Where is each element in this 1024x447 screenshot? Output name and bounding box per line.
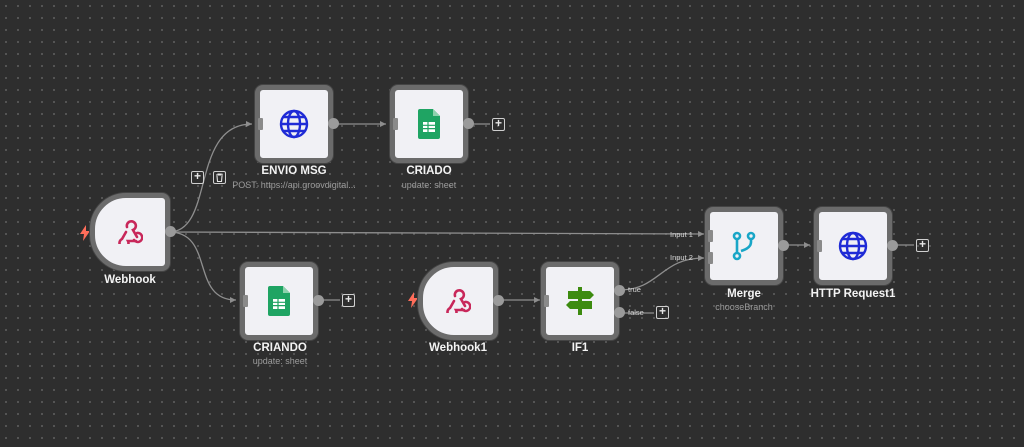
input-handle[interactable] (544, 295, 549, 307)
input-handle-1[interactable] (708, 230, 713, 242)
lightning-bolt-icon (408, 292, 418, 308)
delete-connection-button[interactable] (213, 171, 226, 184)
output-handle-true[interactable] (614, 285, 625, 296)
input-handle[interactable] (243, 295, 248, 307)
node-http-request1[interactable] (814, 207, 898, 285)
node-subtitle: chooseBranch (715, 302, 773, 312)
node-label: Merge (727, 288, 761, 300)
node-merge[interactable] (705, 207, 789, 285)
node-label: HTTP Request1 (810, 288, 896, 300)
input-label-1: Input 1 (670, 230, 693, 239)
add-node-button[interactable]: + (916, 238, 929, 252)
input-handle-2[interactable] (708, 252, 713, 264)
node-label: CRIANDO (253, 342, 307, 354)
node-webhook[interactable] (90, 193, 176, 271)
node-label: Webhook1 (429, 342, 487, 354)
node-subtitle: update: sheet (252, 356, 308, 366)
add-node-button[interactable]: + (342, 293, 355, 307)
add-node-button[interactable]: + (656, 305, 669, 319)
output-handle[interactable] (463, 118, 474, 129)
node-label: ENVIO MSG (261, 165, 327, 177)
signpost-icon (566, 287, 594, 315)
edge-webhook-merge (168, 231, 705, 235)
output-handle[interactable] (778, 240, 789, 251)
node-label: IF1 (571, 342, 589, 354)
input-handle[interactable] (817, 240, 822, 252)
google-sheets-icon (418, 109, 440, 139)
output-handle-false[interactable] (614, 307, 625, 318)
lightning-bolt-icon (80, 225, 90, 241)
node-if1[interactable] (541, 262, 625, 340)
node-webhook1[interactable] (418, 262, 504, 340)
edge-webhook-envio (168, 123, 253, 233)
node-criado[interactable] (390, 85, 474, 163)
node-subtitle: POST: https://api.groovdigital... (232, 180, 356, 190)
output-label-false: false (628, 308, 644, 317)
output-handle[interactable] (328, 118, 339, 129)
trash-icon (216, 173, 223, 182)
webhook-icon (118, 220, 143, 244)
output-handle[interactable] (313, 295, 324, 306)
node-criando[interactable] (240, 262, 324, 340)
edge-if1-merge (618, 257, 705, 291)
output-handle[interactable] (165, 226, 176, 237)
output-label-true: true (628, 285, 641, 294)
input-handle[interactable] (258, 118, 263, 130)
input-handle[interactable] (393, 118, 398, 130)
webhook-icon (446, 289, 471, 313)
node-label: CRIADO (406, 165, 452, 177)
google-sheets-icon (268, 286, 290, 316)
node-envio-msg[interactable] (255, 85, 339, 163)
globe-icon (838, 231, 868, 261)
add-node-button[interactable]: + (191, 170, 204, 184)
output-handle[interactable] (887, 240, 898, 251)
merge-branch-icon (732, 231, 756, 261)
edge-webhook-criando (168, 231, 237, 301)
node-subtitle: update: sheet (401, 180, 457, 190)
node-label: Webhook (104, 274, 156, 286)
add-node-button[interactable]: + (492, 117, 505, 131)
globe-icon (279, 109, 309, 139)
input-label-2: Input 2 (670, 253, 693, 262)
output-handle[interactable] (493, 295, 504, 306)
